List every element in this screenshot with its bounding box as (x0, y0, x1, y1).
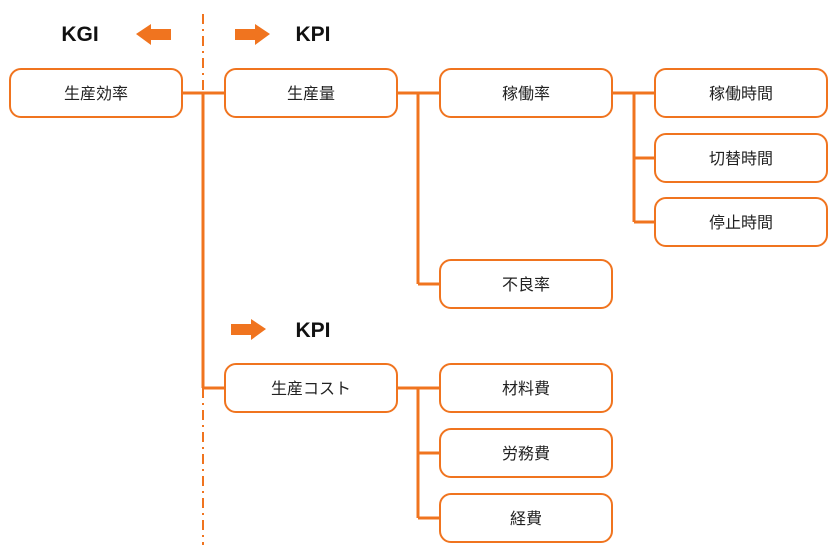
svg-text:生産量: 生産量 (287, 84, 335, 103)
svg-text:材料費: 材料費 (502, 379, 550, 398)
arrow-right-icon (235, 24, 270, 45)
arrow-left-icon (136, 24, 171, 45)
svg-text:不良率: 不良率 (502, 275, 550, 294)
node-production-cost: 生産コスト (224, 363, 398, 413)
node-production-efficiency: 生産効率 (9, 68, 183, 118)
svg-text:労務費: 労務費 (502, 444, 550, 463)
svg-text:生産効率: 生産効率 (64, 84, 128, 103)
node-defect-rate: 不良率 (439, 259, 613, 309)
node-material-cost: 材料費 (439, 363, 613, 413)
svg-text:稼働時間: 稼働時間 (709, 84, 773, 103)
svg-text:経費: 経費 (510, 509, 542, 528)
node-changeover-time: 切替時間 (654, 133, 828, 183)
svg-text:生産コスト: 生産コスト (271, 379, 351, 398)
node-labor-cost: 労務費 (439, 428, 613, 478)
node-operating-time: 稼働時間 (654, 68, 828, 118)
node-operating-rate: 稼働率 (439, 68, 613, 118)
node-downtime: 停止時間 (654, 197, 828, 247)
node-overhead: 経費 (439, 493, 613, 543)
arrow-right-icon (231, 319, 266, 340)
svg-text:切替時間: 切替時間 (709, 149, 773, 168)
svg-text:稼働率: 稼働率 (502, 84, 550, 103)
kpi-label-bottom: KPI (295, 319, 330, 342)
connectors (183, 91, 655, 520)
kgi-label: KGI (61, 23, 98, 46)
svg-text:停止時間: 停止時間 (709, 213, 773, 232)
node-production-volume: 生産量 (224, 68, 398, 118)
kpi-label-top: KPI (295, 23, 330, 46)
